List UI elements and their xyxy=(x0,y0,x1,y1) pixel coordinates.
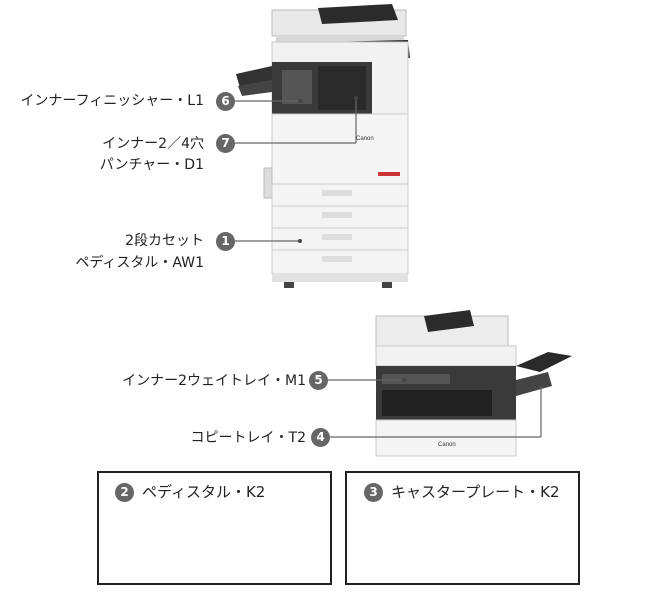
callout-label-cassette-line1: 2段カセット xyxy=(125,233,204,249)
option-box-caster-plate xyxy=(345,471,580,585)
copier-second-illustration: Canon xyxy=(375,310,572,457)
option-box-pedestal xyxy=(97,471,332,585)
brand-logo: Canon xyxy=(356,136,374,142)
option-badge-3: 3 xyxy=(364,483,383,502)
callout-badge-1: 1 xyxy=(216,232,235,251)
callout-label-inner-finisher: インナーフィニッシャー・L1 xyxy=(20,93,204,109)
callout-label-two-way-tray: インナー2ウェイトレイ・M1 xyxy=(122,373,306,389)
callout-badge-5: 5 xyxy=(309,371,328,390)
callout-label-copy-tray: コピートレイ・T2 xyxy=(190,430,306,446)
option-badge-2: 2 xyxy=(115,483,134,502)
callout-label-puncher-line2: パンチャー・D1 xyxy=(99,157,204,173)
callout-label-cassette-line2: ペディスタル・AW1 xyxy=(75,255,204,271)
callout-badge-4: 4 xyxy=(311,428,330,447)
svg-text:Canon: Canon xyxy=(438,442,456,448)
callout-badge-7: 7 xyxy=(216,134,235,153)
copier-main-illustration: Canon xyxy=(236,4,410,288)
option-title-pedestal: ペディスタル・K2 xyxy=(142,483,266,501)
callout-label-puncher-line1: インナー2／4穴 xyxy=(102,136,204,152)
leader-lines xyxy=(235,98,542,438)
callout-badge-6: 6 xyxy=(216,92,235,111)
option-title-caster-plate: キャスタープレート・K2 xyxy=(391,483,560,501)
